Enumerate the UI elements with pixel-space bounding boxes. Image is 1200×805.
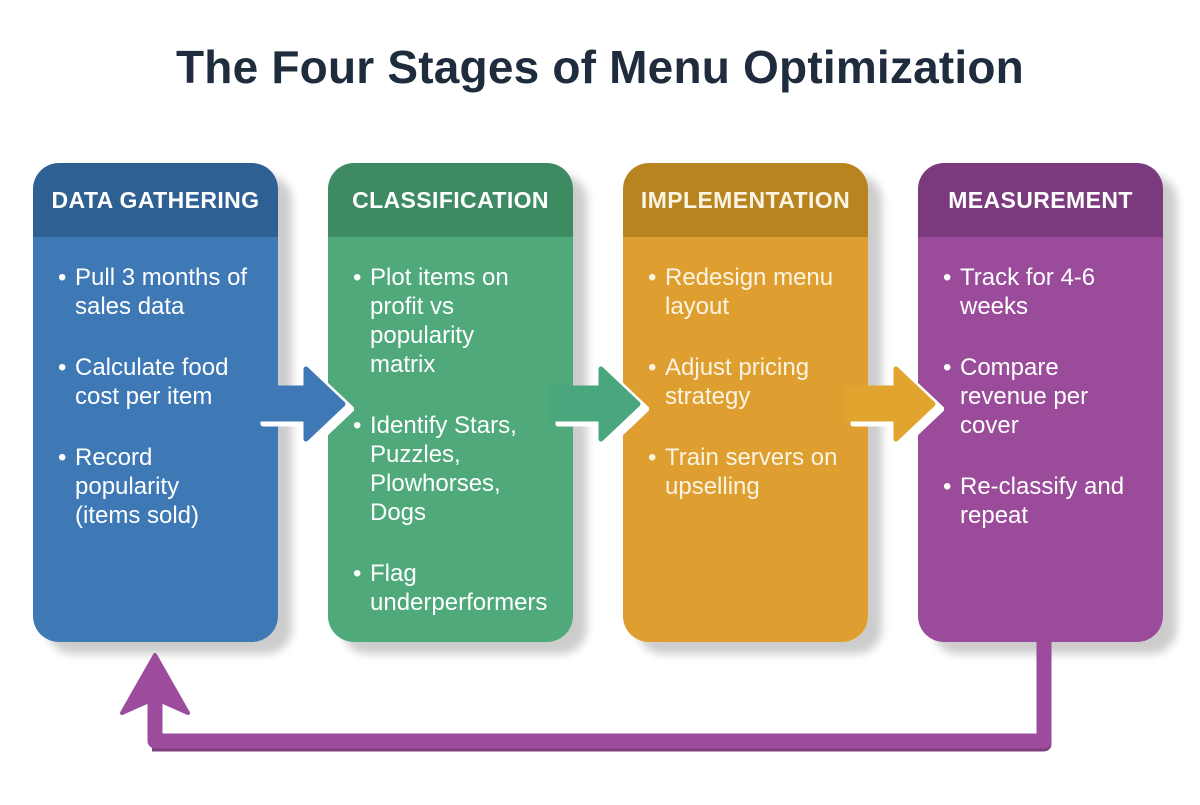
flow-arrow-2-right-icon bbox=[549, 366, 649, 447]
flow-arrow-3-right-icon bbox=[844, 366, 944, 447]
stage-header: IMPLEMENTATION bbox=[623, 163, 868, 237]
feedback-arrowhead-up-icon bbox=[120, 653, 190, 715]
stage-card-implementation: IMPLEMENTATION Redesign menulayoutAdjust… bbox=[623, 163, 868, 642]
stage-header: DATA GATHERING bbox=[33, 163, 278, 237]
stage-title: CLASSIFICATION bbox=[352, 186, 549, 213]
stage-bullet-list: Track for 4-6weeksComparerevenue percove… bbox=[918, 263, 1163, 530]
stage-title: IMPLEMENTATION bbox=[640, 186, 851, 213]
page-title: The Four Stages of Menu Optimization bbox=[176, 41, 1024, 93]
stage-header: CLASSIFICATION bbox=[328, 163, 573, 237]
stage-card-measurement: MEASUREMENT Track for 4-6weeksComparerev… bbox=[918, 163, 1163, 642]
stage-body: Track for 4-6weeksComparerevenue percove… bbox=[918, 237, 1163, 642]
flow-arrow-1-right-icon bbox=[254, 366, 354, 447]
list-item: Identify Stars,Puzzles,Plowhorses,Dogs bbox=[353, 411, 565, 527]
stage-title: DATA GATHERING bbox=[51, 186, 260, 213]
stage-body: Redesign menulayoutAdjust pricingstrateg… bbox=[623, 237, 868, 642]
stage-title: MEASUREMENT bbox=[948, 186, 1133, 213]
stage-bullet-list: Redesign menulayoutAdjust pricingstrateg… bbox=[623, 263, 868, 501]
stage-header: MEASUREMENT bbox=[918, 163, 1163, 237]
